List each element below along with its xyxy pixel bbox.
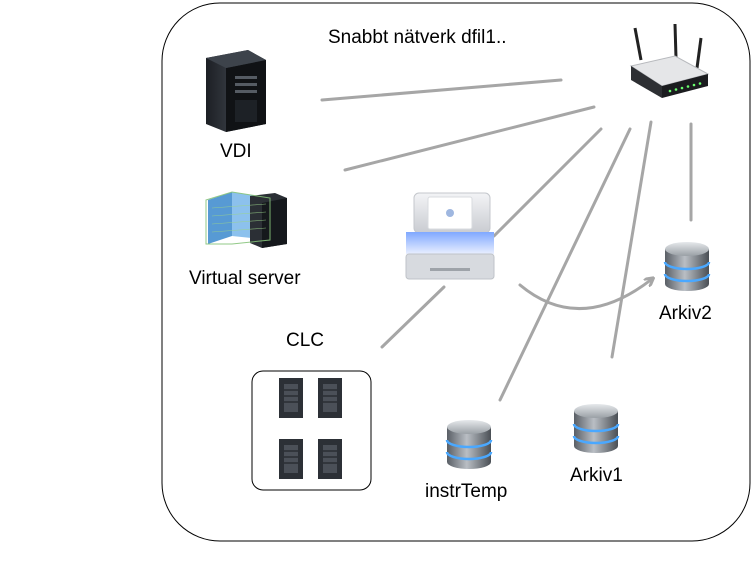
arkiv2-label: Arkiv2 bbox=[659, 303, 712, 324]
rack-server-icon bbox=[279, 439, 303, 479]
connector-vdi-router bbox=[320, 78, 563, 102]
virtual-server-label: Virtual server bbox=[189, 268, 301, 289]
rack-server-icon bbox=[318, 378, 342, 418]
connector-instrument-arkiv2-arrow bbox=[518, 279, 652, 311]
diagram-title: Snabbt nätverk dfil1.. bbox=[328, 27, 507, 48]
connector-arkiv1-router bbox=[610, 120, 653, 359]
wireless-router-icon bbox=[629, 23, 710, 98]
server-rack-group-icon bbox=[251, 370, 372, 491]
virtual-server-icon bbox=[205, 191, 287, 248]
sequencer-instrument-icon bbox=[405, 192, 495, 280]
connector-instrument-router bbox=[492, 127, 603, 238]
connectors bbox=[320, 78, 693, 402]
rack-server-icon bbox=[318, 439, 342, 479]
network-boundary bbox=[161, 2, 751, 542]
clc-label: CLC bbox=[286, 330, 325, 351]
arkiv1-label: Arkiv1 bbox=[570, 465, 623, 486]
instrtemp-label: instrTemp bbox=[425, 481, 508, 502]
tower-server-icon bbox=[206, 50, 266, 132]
rack-server-icon bbox=[279, 378, 303, 418]
connector-virtualserver-router bbox=[343, 105, 596, 172]
connector-clc-instrument bbox=[380, 285, 446, 349]
connector-instrtemp-router bbox=[498, 127, 632, 402]
clc-frame bbox=[251, 370, 372, 491]
database-icon-arkiv2 bbox=[663, 242, 711, 291]
database-icon-instrtemp bbox=[445, 420, 493, 469]
database-icon-arkiv1 bbox=[572, 404, 620, 453]
vdi-label: VDI bbox=[220, 141, 252, 162]
